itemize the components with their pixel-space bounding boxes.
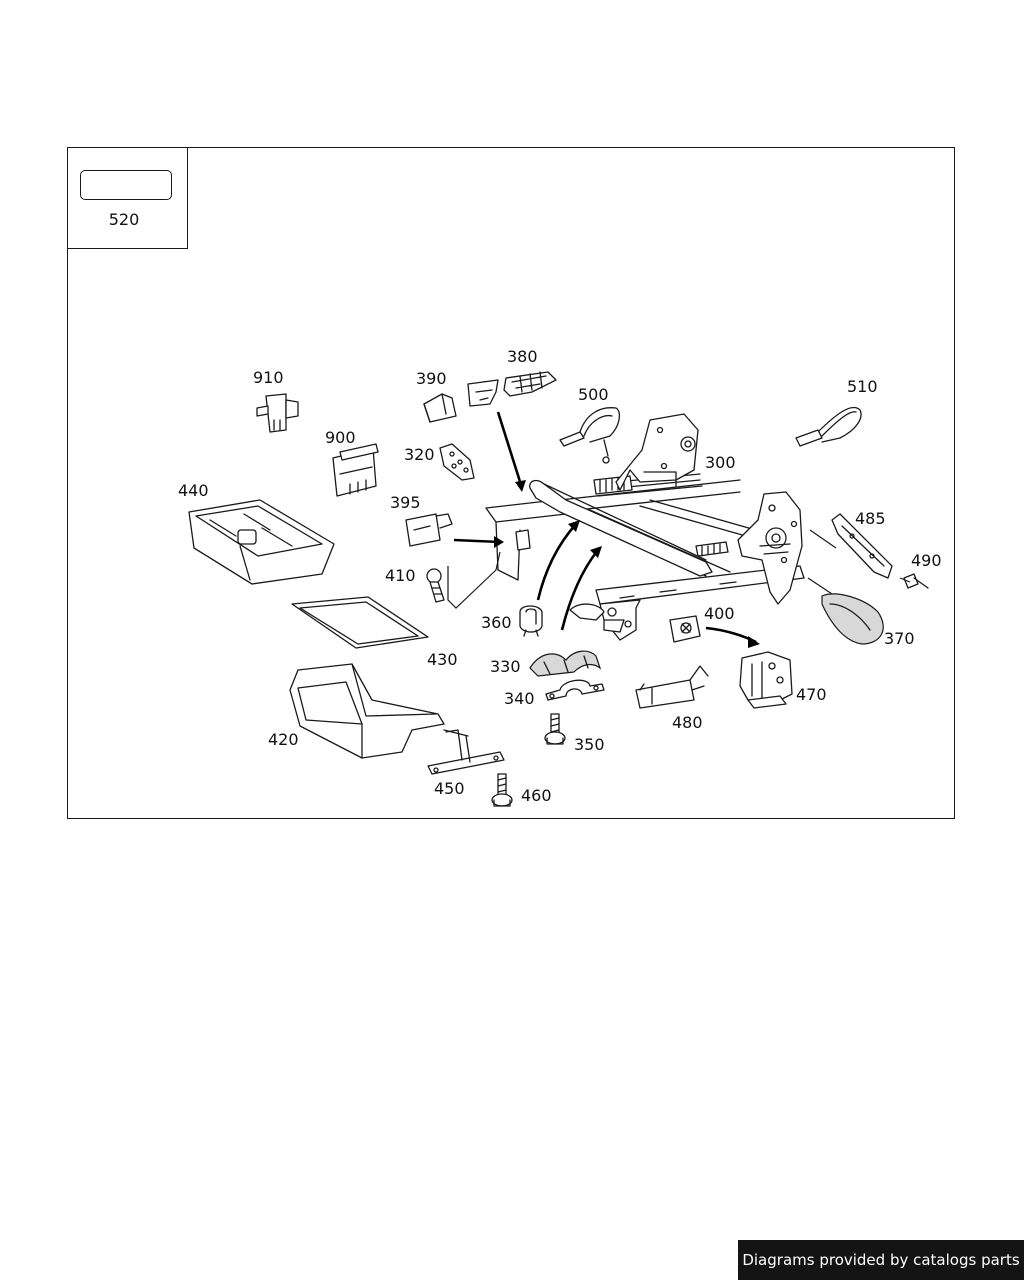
callout-490: 490 bbox=[911, 551, 942, 570]
callout-440: 440 bbox=[178, 481, 209, 500]
part-460-bolt[interactable] bbox=[491, 773, 513, 807]
part-400-switch[interactable] bbox=[669, 615, 701, 643]
callout-470: 470 bbox=[796, 685, 827, 704]
callout-430: 430 bbox=[427, 650, 458, 669]
callout-labels: 910 900 440 390 380 500 510 320 300 395 … bbox=[178, 347, 942, 805]
part-910-connector[interactable] bbox=[256, 393, 299, 433]
callout-350: 350 bbox=[574, 735, 605, 754]
part-350-bolt[interactable] bbox=[544, 713, 566, 745]
callout-485: 485 bbox=[855, 509, 886, 528]
part-450-bracket[interactable] bbox=[427, 729, 505, 775]
part-300-seat-frame[interactable] bbox=[485, 413, 805, 641]
callout-460: 460 bbox=[521, 786, 552, 805]
callout-420: 420 bbox=[268, 730, 299, 749]
part-900-module[interactable] bbox=[332, 443, 379, 497]
callout-370: 370 bbox=[884, 629, 915, 648]
part-485-trim-strip[interactable] bbox=[831, 513, 893, 579]
leader-lines bbox=[447, 529, 911, 609]
callout-450: 450 bbox=[434, 779, 465, 798]
callout-380: 380 bbox=[507, 347, 538, 366]
callout-390: 390 bbox=[416, 369, 447, 388]
assembly-arrows bbox=[453, 411, 760, 648]
callout-410: 410 bbox=[385, 566, 416, 585]
part-320-clip[interactable] bbox=[439, 443, 475, 481]
callout-300: 300 bbox=[705, 453, 736, 472]
part-410-plug[interactable] bbox=[426, 568, 445, 603]
part-470-seat-lock[interactable] bbox=[739, 651, 793, 709]
callout-510: 510 bbox=[847, 377, 878, 396]
callout-900: 900 bbox=[325, 428, 356, 447]
diagram-frame bbox=[67, 147, 955, 819]
footer-credit-banner: Diagrams provided by catalogs parts bbox=[738, 1240, 1024, 1280]
callout-320: 320 bbox=[404, 445, 435, 464]
part-430-tray-plate[interactable] bbox=[291, 596, 429, 649]
callout-340: 340 bbox=[504, 689, 535, 708]
part-395-bracket[interactable] bbox=[405, 513, 453, 547]
inset-panel: 520 bbox=[67, 147, 188, 249]
callout-520: 520 bbox=[108, 210, 140, 229]
part-420-drawer[interactable] bbox=[289, 663, 445, 759]
part-330-clamp[interactable] bbox=[529, 650, 602, 677]
part-380-handle[interactable] bbox=[467, 371, 557, 407]
part-390-clip[interactable] bbox=[423, 393, 457, 423]
callout-400: 400 bbox=[704, 604, 735, 623]
part-480-bracket[interactable] bbox=[635, 665, 709, 709]
part-510-cable-tie[interactable] bbox=[795, 406, 862, 447]
part-340-clamp[interactable] bbox=[545, 679, 605, 701]
part-490-screw[interactable] bbox=[903, 573, 929, 589]
part-360-bushing[interactable] bbox=[519, 605, 543, 637]
part-370-cover-cap[interactable] bbox=[821, 593, 884, 645]
callout-330: 330 bbox=[490, 657, 521, 676]
callout-910: 910 bbox=[253, 368, 284, 387]
callout-500: 500 bbox=[578, 385, 609, 404]
part-440-storage-tray[interactable] bbox=[188, 499, 335, 585]
callout-360: 360 bbox=[481, 613, 512, 632]
callout-395: 395 bbox=[390, 493, 421, 512]
part-500-cable-tie[interactable] bbox=[559, 407, 621, 464]
callout-480: 480 bbox=[672, 713, 703, 732]
inset-part-outline bbox=[80, 170, 172, 200]
